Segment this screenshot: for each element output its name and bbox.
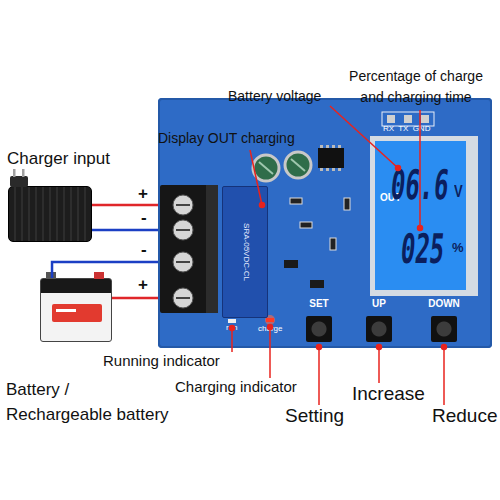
leader-line [378,347,380,383]
plug-prong [13,169,16,177]
polarity-mark: + [138,276,152,294]
lcd-unit: % [452,241,468,255]
plug-prong [22,169,25,177]
polarity-mark: - [141,241,155,259]
charger-plug [10,169,28,187]
push-button: DOWN [431,316,457,342]
wire-connector [112,297,158,300]
button-label: UP [356,298,402,310]
relay-marking: SRA-05VDC-CL [241,192,251,312]
callout-label: Charger input [7,149,157,169]
callout-label: Increase [352,383,442,405]
callout-label: Battery / Rechargeable battery [6,377,174,427]
push-button: UP [366,316,392,342]
leader-line [318,347,320,405]
wire-connector [92,204,158,207]
callout-label: Reduce [432,405,498,427]
button-label: SET [296,298,342,310]
callout-label: Running indicator [103,352,253,370]
lcd-unit: V [454,183,468,201]
callout-label: Setting [285,405,365,427]
button-label: DOWN [421,298,467,310]
push-button: SET [306,316,332,342]
charger-box: Charger input [8,186,92,242]
callout-label: Charging indicator [175,378,335,396]
lcd-display: OUT06.6V025% [370,136,478,296]
silkscreen-text: run [226,323,250,333]
leader-line [443,347,445,405]
silkscreen-text: RX TX GND [383,124,443,134]
callout-label: Battery voltage [228,88,358,105]
callout-label: Display OUT charging [158,130,318,147]
polarity-mark: + [138,185,152,203]
callout-label: Percentage of charge and charging time [340,66,492,108]
battery-box: Battery / Rechargeable battery [40,278,112,342]
lcd-digits: 025 [399,229,451,270]
relay-box: SRA-05VDC-CL [222,186,268,318]
wire-connector [92,229,158,232]
lcd-digits: 06.6 [389,165,455,206]
silkscreen-text: charge [258,324,298,334]
polarity-mark: - [141,209,155,227]
